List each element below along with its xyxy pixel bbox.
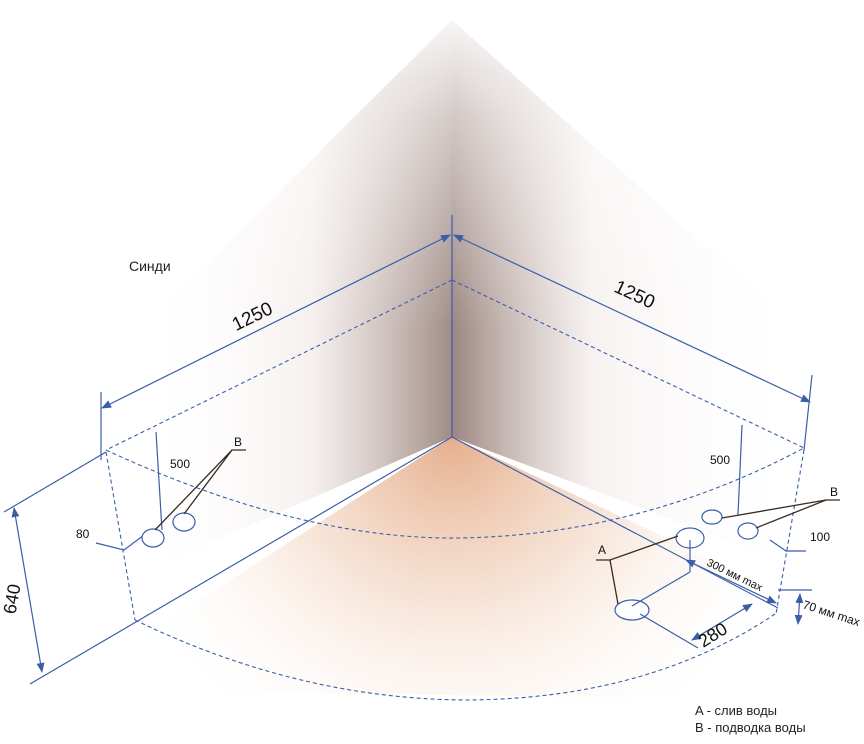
rim-front-arc — [105, 447, 805, 539]
height-dimension-line — [11, 507, 45, 673]
drain-max-line — [685, 559, 777, 604]
left-inner-extension — [155, 431, 163, 531]
floor-left-edge — [29, 436, 453, 685]
rim-top-right — [451, 279, 805, 449]
legend-water-supply: B - подводка воды — [695, 720, 806, 735]
drain-connect-line — [631, 571, 691, 607]
height-extension-top — [3, 451, 107, 513]
left-offset-label: 80 — [76, 527, 90, 541]
height-label: 640 — [0, 582, 25, 615]
right-inner-label: 500 — [710, 453, 730, 467]
legend: A - слив воды B - подводка воды — [695, 702, 806, 736]
dimension-line-right — [453, 234, 811, 403]
water-inlet-left-1 — [141, 528, 165, 548]
left-offset-leader — [95, 531, 149, 551]
dimension-line-left — [101, 234, 451, 409]
wall-fade — [100, 0, 850, 330]
apron-left-line — [105, 451, 136, 621]
water-left-leader-2 — [183, 449, 233, 515]
drain-distance-ext — [639, 613, 699, 649]
rim-top-left — [105, 279, 453, 451]
extension-line-right — [803, 374, 813, 451]
height-max-line — [794, 593, 804, 625]
water-inlet-right-2 — [737, 522, 759, 540]
floor — [60, 437, 840, 700]
water-right-leader-2 — [755, 499, 827, 529]
drain-bottom-hole — [614, 599, 650, 621]
water-left-marker: B — [234, 435, 242, 449]
right-offset-label: 100 — [810, 530, 830, 544]
right-inner-extension — [737, 424, 743, 516]
drain-marker: A — [598, 543, 606, 557]
model-name: Синди — [129, 258, 171, 274]
water-inlet-left-2 — [172, 512, 196, 532]
right-offset-leader — [769, 539, 806, 552]
water-inlet-right-1 — [701, 509, 723, 525]
bottom-front-arc — [134, 613, 776, 701]
legend-drain: A - слив воды — [695, 703, 778, 718]
water-right-marker: B — [830, 485, 838, 499]
drain-leader-2 — [609, 559, 619, 605]
left-inner-label: 500 — [170, 457, 190, 471]
drain-distance-line — [691, 603, 753, 641]
